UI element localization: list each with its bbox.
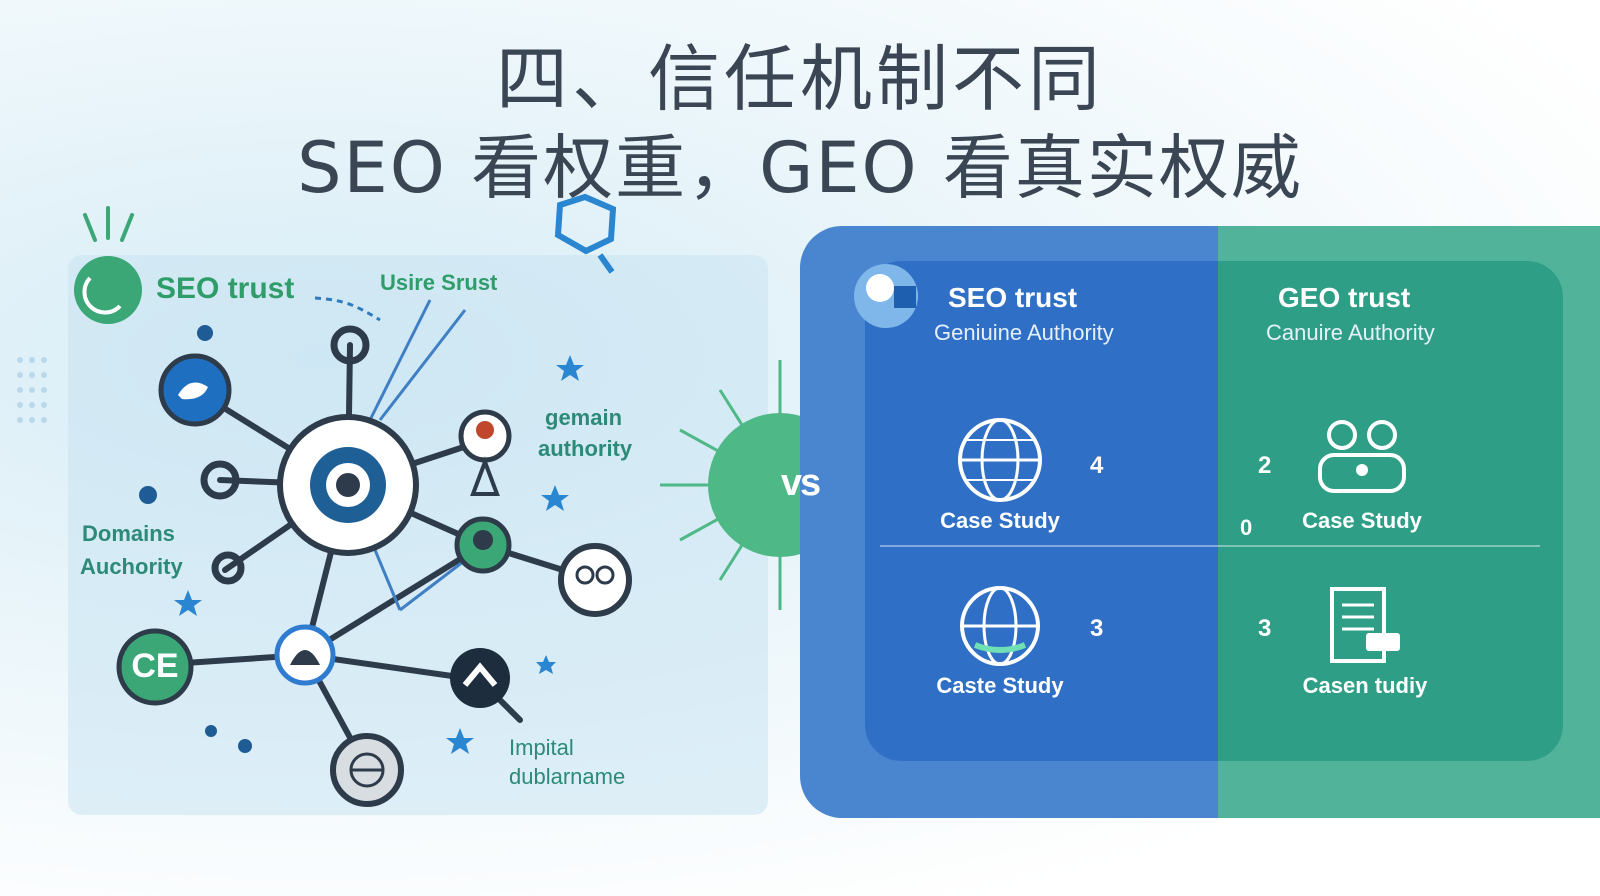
seo-trust-label: SEO trust xyxy=(156,272,295,305)
geo-column xyxy=(1218,261,1563,761)
social-bird-icon xyxy=(158,353,232,427)
slide-title: 四、信任机制不同 xyxy=(495,37,1104,121)
user-node-icon xyxy=(454,409,512,574)
impital-label: Impital xyxy=(509,735,574,760)
magnifier-icon xyxy=(554,193,617,274)
authority-label: authority xyxy=(538,436,633,461)
ce-badge-label: CE xyxy=(131,647,179,685)
home-icon xyxy=(450,648,510,708)
globe-icon xyxy=(960,586,1040,666)
auchority-label: Auchority xyxy=(80,554,183,579)
geo-case-study-2: Casen tudiy xyxy=(1302,673,1428,698)
seo-logo-icon xyxy=(854,264,918,328)
idea-rays-icon xyxy=(83,206,134,242)
geo-number-2: 3 xyxy=(1258,615,1272,642)
slide-subtitle: SEO 看权重，GEO 看真实权威 xyxy=(297,127,1303,209)
seo-number-2: 3 xyxy=(1090,615,1104,642)
seo-trust-heading: SEO trust xyxy=(948,282,1078,313)
group-people-icon xyxy=(558,543,632,617)
gear-icon xyxy=(200,325,370,585)
small-dots xyxy=(139,325,252,753)
gemain-label: gemain xyxy=(545,405,623,430)
globe-icon xyxy=(958,418,1042,502)
seo-number-1: 4 xyxy=(1090,452,1104,479)
globe-node-icon xyxy=(330,733,404,807)
comparison-card xyxy=(800,226,1600,818)
team-icon xyxy=(1318,420,1406,493)
seo-case-study-1: Case Study xyxy=(940,508,1060,533)
geo-number-1: 2 xyxy=(1258,452,1272,479)
ce-badge-icon xyxy=(116,628,194,706)
seo-column xyxy=(865,261,1218,761)
usire-srust-label: Usire Srust xyxy=(380,270,498,295)
document-icon xyxy=(1330,587,1400,663)
vs-label: vs xyxy=(780,462,821,504)
geo-trust-heading: GEO trust xyxy=(1278,282,1411,313)
decorative-dots xyxy=(17,357,47,423)
network-panel xyxy=(68,255,768,815)
geo-trust-sub: Canuire Authority xyxy=(1266,320,1435,345)
central-hub-icon xyxy=(277,414,419,556)
row-divider xyxy=(880,545,1540,547)
star-icon xyxy=(174,355,584,754)
domains-label: Domains xyxy=(82,521,175,546)
dublarname-label: dublarname xyxy=(509,764,626,789)
secondary-hub-icon xyxy=(274,624,336,686)
geo-case-study-1: Case Study xyxy=(1302,508,1422,533)
center-number: 0 xyxy=(1240,515,1253,540)
seo-trust-badge-icon xyxy=(74,256,142,324)
seo-case-study-2: Caste Study xyxy=(936,673,1064,698)
seo-trust-sub: Geniuine Authority xyxy=(934,320,1114,345)
